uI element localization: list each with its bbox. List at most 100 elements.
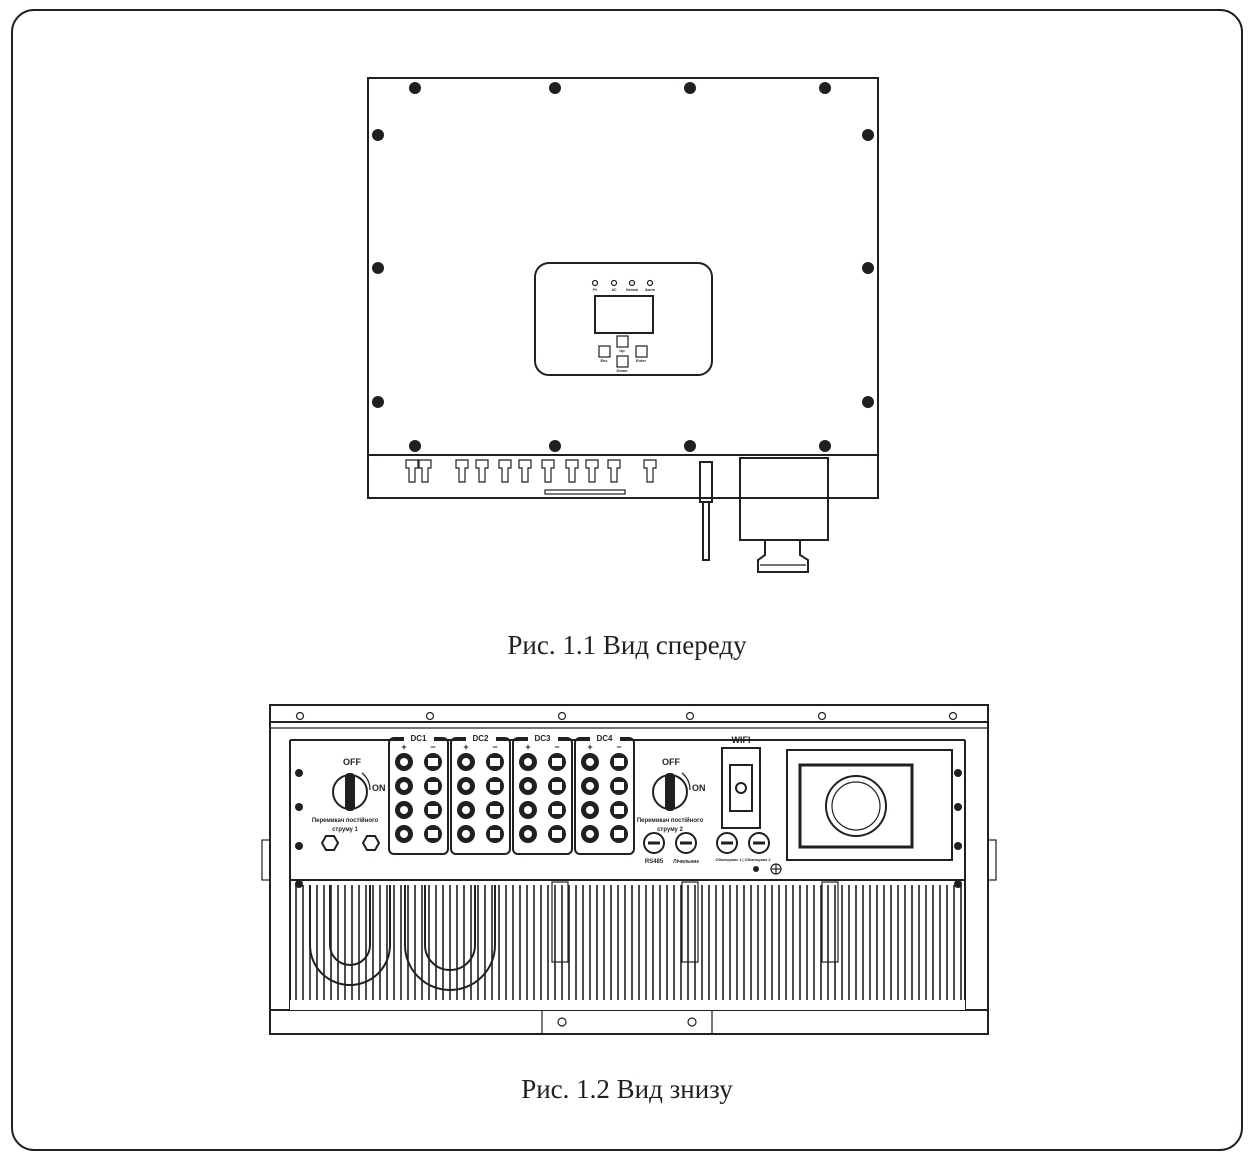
connector-center — [400, 806, 408, 814]
connector-center — [586, 782, 594, 790]
switch-handle — [665, 773, 675, 811]
bracket-hole — [687, 1017, 697, 1027]
dc-input-group-1: DC1+− — [388, 733, 449, 855]
rail-hole — [817, 711, 827, 721]
dc-connector — [405, 459, 419, 483]
plus-label: + — [463, 742, 468, 752]
connector-center — [586, 830, 594, 838]
fin-base — [290, 1000, 965, 1010]
enter-button — [635, 345, 648, 358]
figure-1-1-caption: Рис. 1.1 Вид спереду — [507, 630, 747, 660]
dc-connector — [541, 459, 555, 483]
dc-switch-2: OFF ON Перемикач постійного струму 2 — [637, 757, 706, 833]
bracket-hole — [557, 1017, 567, 1027]
screw — [372, 262, 384, 274]
panel-buttons: Up Esc Enter Down — [598, 335, 648, 373]
connector-center — [614, 830, 624, 838]
ac-output-port — [786, 749, 953, 861]
inverter-body — [367, 77, 879, 456]
dc-connector — [607, 459, 621, 483]
label-plate — [544, 489, 626, 495]
screw — [409, 440, 421, 452]
screw — [295, 880, 303, 888]
led-label: AC — [611, 288, 617, 292]
screw — [372, 396, 384, 408]
connector-center — [552, 806, 562, 814]
enter-label: Enter — [636, 358, 647, 363]
ac-cable-gland-inner — [831, 781, 881, 831]
screw — [954, 842, 962, 850]
connector-center — [462, 830, 470, 838]
side-handle — [987, 839, 997, 881]
cable-loop-2 — [404, 885, 496, 991]
connector-center — [552, 782, 562, 790]
dc-connector — [455, 459, 469, 483]
screw — [862, 396, 874, 408]
led-label: PV — [593, 288, 598, 292]
connector-center — [586, 758, 594, 766]
dc-switch-1: OFF ON Перемикач постійного струму 1 — [312, 757, 386, 851]
limiter-1-port — [716, 832, 738, 854]
dc-group-label: DC3 — [534, 734, 551, 743]
dc-group-label: DC4 — [596, 734, 613, 743]
connector-center — [524, 758, 532, 766]
mounting-bracket — [541, 1009, 713, 1035]
screw — [862, 262, 874, 274]
screw — [684, 82, 696, 94]
screw — [684, 440, 696, 452]
ac-cable-gland — [825, 775, 887, 837]
rs485-label: RS485 — [645, 859, 664, 865]
label-bg — [590, 733, 620, 743]
rail-hole — [425, 711, 435, 721]
rs485-port — [643, 832, 665, 854]
connector-center — [614, 782, 624, 790]
connector-center — [490, 758, 500, 766]
label-bg — [466, 733, 496, 743]
dc-connector — [585, 459, 599, 483]
connector-center — [462, 782, 470, 790]
led-indicator — [610, 279, 618, 287]
led-label: Normal — [626, 288, 638, 292]
plus-label: + — [587, 742, 592, 752]
switch2-label-2: струму 2 — [657, 827, 683, 833]
screw — [954, 880, 962, 888]
dc-input-group-3: DC3+− — [512, 733, 573, 855]
dc-connector — [565, 459, 579, 483]
screw — [954, 769, 962, 777]
rail-hole — [948, 711, 958, 721]
rotation-arrow-icon — [361, 772, 371, 791]
screw — [295, 842, 303, 850]
connector-center — [462, 806, 470, 814]
connector-center — [428, 806, 438, 814]
connector-center — [400, 758, 408, 766]
screw — [819, 82, 831, 94]
minus-label: − — [616, 742, 621, 752]
screw — [372, 129, 384, 141]
rail-hole — [557, 711, 567, 721]
down-label: Down — [617, 368, 628, 373]
figure-1-2-caption: Рис. 1.2 Вид знизу — [521, 1074, 733, 1104]
dc-group-label: DC2 — [472, 734, 489, 743]
rail-hole — [685, 711, 695, 721]
dc-input-group-4: DC4 + − — [574, 733, 635, 855]
switch1-on-label: ON — [372, 783, 386, 793]
esc-button — [598, 345, 611, 358]
limiter-label: Обмежувач 1 | Обмежувач 2 — [715, 857, 771, 862]
led-indicator — [646, 279, 654, 287]
fan-bracket — [681, 881, 699, 963]
dc-group-label: DC1 — [410, 734, 427, 743]
plug-1 — [320, 835, 340, 851]
limiter-2-port — [748, 832, 770, 854]
connector-center — [614, 806, 624, 814]
connector-center — [524, 830, 532, 838]
up-button — [616, 335, 629, 348]
connector-center — [524, 806, 532, 814]
screw — [295, 803, 303, 811]
switch1-off-label: OFF — [343, 757, 361, 767]
screw — [409, 82, 421, 94]
led-indicator — [591, 279, 599, 287]
fan-bracket — [821, 881, 839, 963]
dc-connector — [475, 459, 489, 483]
ground-screw — [753, 866, 759, 872]
